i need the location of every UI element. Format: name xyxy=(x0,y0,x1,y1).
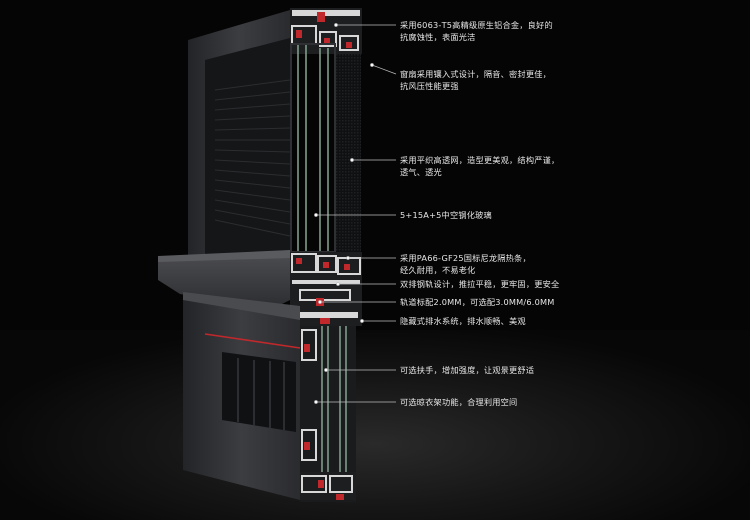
annotation-mesh: 采用平织高透网，造型更美观，结构严谨， 透气、透光 xyxy=(400,155,560,177)
window-sill xyxy=(158,256,290,310)
lower-glass xyxy=(321,326,347,472)
annotation-track: 双排钢轨设计，推拉平稳，更牢固，更安全 xyxy=(400,279,560,289)
mesh-screen xyxy=(335,54,361,252)
upper-frame-inner xyxy=(205,38,290,258)
annotation-strip: 采用PA66-GF25国标尼龙隔热条， 经久耐用，不易老化 xyxy=(400,253,531,275)
annotation-drain: 隐藏式排水系统，排水顺畅、美观 xyxy=(400,316,526,326)
lower-opening xyxy=(222,352,296,432)
annotation-rack: 可选晾衣架功能，合理利用空间 xyxy=(400,397,518,407)
middle-profile-section xyxy=(290,252,362,326)
annotation-profile: 采用6063-T5高精级原生铝合金，良好的 抗腐蚀性，表面光洁 xyxy=(400,20,553,42)
top-profile-section xyxy=(290,8,362,54)
annotation-handle: 可选扶手，增加强度，让观景更舒适 xyxy=(400,365,535,375)
blind-slats xyxy=(214,79,291,237)
lower-wall-top xyxy=(183,292,300,320)
annotation-sash: 窗扇采用镶入式设计，隔音、密封更佳， 抗风压性能更强 xyxy=(400,69,551,91)
sill-top xyxy=(158,250,290,262)
glass-panes xyxy=(297,44,329,252)
red-accent-line xyxy=(204,333,301,349)
floor-backdrop xyxy=(0,330,750,520)
annotation-rail: 轨道标配2.0MM，可选配3.0MM/6.0MM xyxy=(400,297,555,307)
leader-lines xyxy=(314,23,397,404)
annotation-glass: 5+15A+5中空钢化玻璃 xyxy=(400,210,492,220)
lower-louvers xyxy=(237,358,285,430)
